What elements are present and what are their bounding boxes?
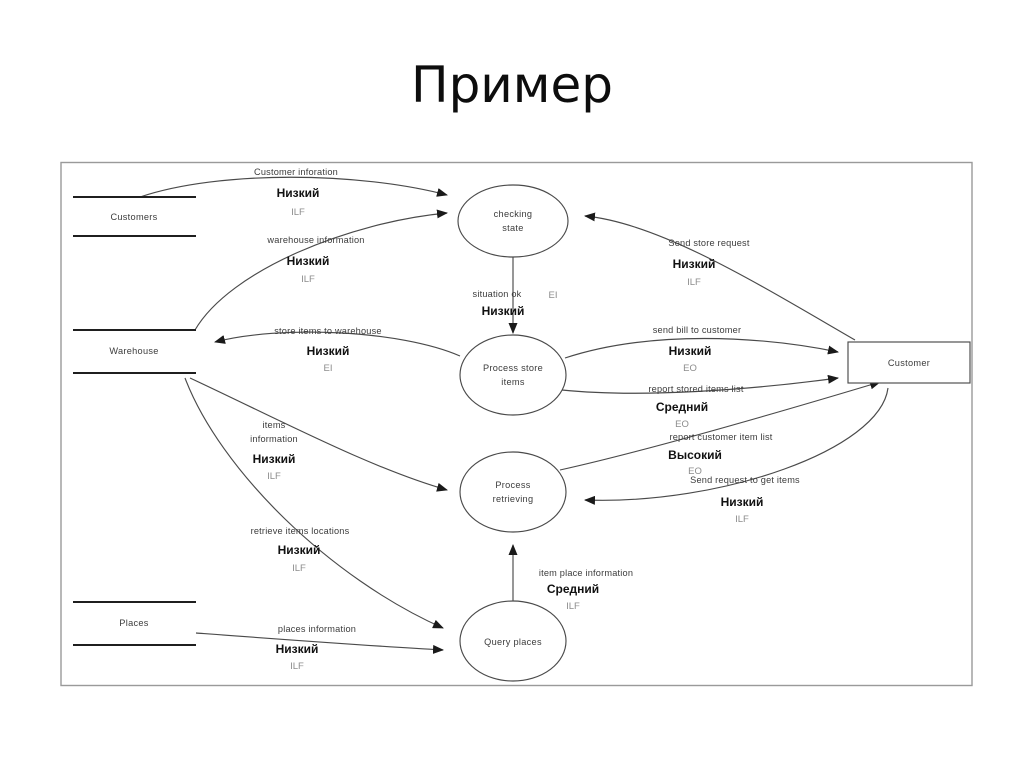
flow-type: EI (324, 363, 333, 374)
data-store-customers[interactable]: Customers (73, 195, 196, 238)
process-process-retrieving[interactable]: Process retrieving (459, 451, 567, 533)
flow-type: EO (675, 419, 689, 430)
flow-type: ILF (290, 661, 304, 672)
flow-label-report-stored-items-list: report stored items list Средний EO (648, 384, 743, 430)
process-label-line1: Process store (483, 363, 543, 373)
flow-label-send-request-to-get-items: Send request to get items Низкий ILF (690, 475, 800, 525)
flow-level: Низкий (307, 344, 350, 358)
flow-name: retrieve items locations (251, 526, 350, 536)
flow-label-places-information: places information Низкий ILF (276, 624, 356, 672)
edge-report-customer-item-list (559, 380, 881, 471)
edge-store-items-to-warehouse (214, 331, 461, 357)
flow-level: Низкий (287, 254, 330, 268)
flow-level: Низкий (673, 257, 716, 271)
data-store-label: Warehouse (109, 346, 158, 356)
flow-level: Низкий (278, 543, 321, 557)
data-store-label: Customers (110, 212, 157, 222)
process-ellipse (459, 451, 567, 533)
process-ellipse (459, 600, 567, 682)
edge-warehouse-information (194, 209, 448, 331)
flow-label-situation-ok: situation ok EI Низкий (473, 289, 558, 318)
flow-type: ILF (291, 207, 305, 218)
edge-customer-inforation (139, 176, 448, 198)
flow-name: situation ok (473, 289, 522, 299)
edge-retrieve-items-locations (184, 377, 444, 629)
flow-type: EO (683, 363, 697, 374)
flow-name: places information (278, 624, 356, 634)
flow-name: Customer inforation (254, 167, 338, 177)
edge-send-request-to-get-items (584, 387, 889, 505)
flow-label-retrieve-items-locations: retrieve items locations Низкий ILF (251, 526, 350, 574)
entity-box (847, 341, 971, 384)
process-label-line1: Query places (484, 637, 542, 647)
flow-label-send-bill-to-customer: send bill to customer Низкий EO (653, 325, 741, 374)
process-label-line2: items (501, 377, 525, 387)
flow-label-report-customer-item-list: report customer item list Высокий EO (668, 432, 772, 477)
flow-name: warehouse information (266, 235, 364, 245)
edge-send-bill-to-customer (564, 337, 839, 359)
diagram-frame (60, 161, 973, 687)
flow-level: Низкий (669, 344, 712, 358)
flow-level: Высокий (668, 448, 722, 462)
flow-level: Низкий (253, 452, 296, 466)
flow-label-items-information: items information Низкий ILF (250, 420, 298, 482)
process-ellipse (459, 334, 567, 416)
process-label-line1: Process (495, 480, 530, 490)
flow-label-item-place-information: item place information Средний ILF (539, 568, 633, 612)
page-title: Пример (410, 56, 614, 114)
flow-type: ILF (687, 277, 701, 288)
edge-places-information (195, 632, 444, 654)
flow-type: ILF (735, 514, 749, 525)
process-process-store-items[interactable]: Process store items (459, 334, 567, 416)
process-checking-state[interactable]: checking state (457, 184, 569, 258)
flow-level: Низкий (482, 304, 525, 318)
flow-name-line2: information (250, 434, 298, 444)
process-ellipse (457, 184, 569, 258)
data-store-label: Places (119, 618, 148, 628)
process-label-line2: state (502, 223, 523, 233)
flow-label-store-items-to-warehouse: store items to warehouse Низкий EI (274, 326, 381, 374)
flow-type: EO (688, 466, 702, 477)
flow-label-send-store-request: Send store request Низкий ILF (668, 238, 749, 288)
process-label-line2: retrieving (493, 494, 534, 504)
external-entity-customer[interactable]: Customer (847, 341, 971, 384)
flow-name: item place information (539, 568, 633, 578)
flow-type: ILF (267, 471, 281, 482)
flow-label-warehouse-information: warehouse information Низкий ILF (266, 235, 364, 285)
edge-report-stored-items-list (561, 374, 839, 394)
flow-name: send bill to customer (653, 325, 741, 335)
entity-label: Customer (888, 358, 930, 368)
flow-name-line1: items (263, 420, 286, 430)
flow-name: report customer item list (669, 432, 772, 442)
flow-type: ILF (301, 274, 315, 285)
flow-label-customer-inforation: Customer inforation Низкий ILF (254, 167, 338, 218)
process-label-line1: checking (494, 209, 533, 219)
data-store-places[interactable]: Places (73, 600, 196, 647)
edge-send-store-request (584, 212, 856, 341)
flow-name: report stored items list (648, 384, 743, 394)
process-query-places[interactable]: Query places (459, 600, 567, 682)
flow-level: Низкий (277, 186, 320, 200)
flow-level: Средний (656, 400, 708, 414)
data-store-warehouse[interactable]: Warehouse (73, 328, 196, 375)
flow-type: ILF (566, 601, 580, 612)
flow-name: store items to warehouse (274, 326, 381, 336)
flow-level: Средний (547, 582, 599, 596)
flow-type: ILF (292, 563, 306, 574)
flow-name: Send request to get items (690, 475, 800, 485)
flow-type: EI (549, 290, 558, 301)
flow-level: Низкий (721, 495, 764, 509)
flow-name: Send store request (668, 238, 749, 248)
flow-level: Низкий (276, 642, 319, 656)
edge-items-information (189, 377, 448, 492)
